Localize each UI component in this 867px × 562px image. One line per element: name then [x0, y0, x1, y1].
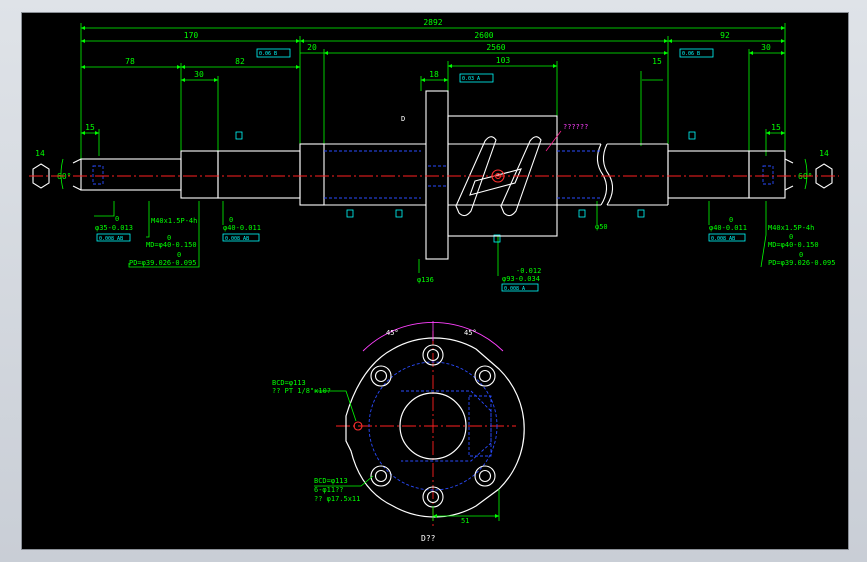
- dim-15-mid: 15: [652, 57, 662, 66]
- svg-text:M40x1.5P-4h: M40x1.5P-4h: [768, 224, 814, 232]
- svg-text:0: 0: [115, 215, 119, 223]
- hidden-lines: [92, 150, 774, 199]
- svg-text:0: 0: [789, 233, 793, 241]
- svg-text:0: 0: [229, 216, 233, 224]
- ball-screw-drawing: 2892 170 2600 92 20 2560 30 78 30 82 18 …: [29, 18, 839, 543]
- svg-text:0: 0: [799, 251, 803, 259]
- shaft-annotations: D ?????? φ50 φ136: [401, 115, 608, 284]
- svg-text:φ35-0.013: φ35-0.013: [95, 224, 133, 232]
- dim-15-left: 15: [85, 123, 95, 132]
- svg-text:0.06 B: 0.06 B: [682, 51, 700, 57]
- svg-text:M40x1.5P-4h: M40x1.5P-4h: [151, 217, 197, 225]
- dim-20: 20: [307, 43, 317, 52]
- dim-30-right: 30: [761, 43, 771, 52]
- view-label-d: D: [401, 115, 405, 123]
- centerlines: [29, 175, 839, 526]
- note-leader: [545, 130, 562, 152]
- dia-50: φ50: [595, 223, 608, 231]
- svg-text:?? PT 1/8"x10?: ?? PT 1/8"x10?: [272, 387, 331, 395]
- svg-text:φ40-0.011: φ40-0.011: [223, 224, 261, 232]
- dim-170: 170: [184, 31, 199, 40]
- tolerance-frames: [96, 48, 746, 292]
- svg-text:PD=φ39.026-0.095: PD=φ39.026-0.095: [768, 259, 835, 267]
- dim-78: 78: [125, 57, 135, 66]
- view-title: D??: [421, 534, 436, 543]
- dim-2600: 2600: [474, 31, 493, 40]
- svg-text:0.008 A: 0.008 A: [504, 286, 525, 292]
- right-end-callouts: 0 φ40-0.011 M40x1.5P-4h 0 MD=φ40-0.150 0…: [709, 216, 835, 267]
- left-end-callouts: 0 φ35-0.013 M40x1.5P-4h 0 MD=φ40-0.150 0…: [95, 215, 261, 267]
- svg-text:?? φ17.5x11: ?? φ17.5x11: [314, 495, 360, 503]
- ball-return-groove: [455, 136, 542, 217]
- dim-overall: 2892: [423, 18, 442, 27]
- svg-text:45°: 45°: [464, 329, 477, 337]
- svg-text:-0.012: -0.012: [516, 267, 541, 275]
- drawing-canvas[interactable]: 2892 170 2600 92 20 2560 30 78 30 82 18 …: [21, 12, 849, 550]
- dim-18: 18: [429, 70, 439, 79]
- svg-text:BCD=φ113: BCD=φ113: [314, 477, 348, 485]
- svg-text:51: 51: [461, 517, 469, 525]
- dim-15-right: 15: [771, 123, 781, 132]
- svg-text:0: 0: [167, 234, 171, 242]
- dimension-texts: 2892 170 2600 92 20 2560 30 78 30 82 18 …: [35, 18, 829, 181]
- nut-callouts: -0.012 φ93-0.034: [502, 267, 541, 283]
- dia-136: φ136: [417, 276, 434, 284]
- angle-60-right: 60°: [798, 172, 812, 181]
- svg-text:6-φ11??: 6-φ11??: [314, 486, 344, 494]
- svg-text:0.06 B: 0.06 B: [259, 51, 277, 57]
- flange-view-texts: 45° 45° BCD=φ113 ?? PT 1/8"x10? BCD=φ113…: [272, 329, 477, 543]
- svg-text:0.008 AB: 0.008 AB: [711, 236, 735, 242]
- svg-text:MD=φ40-0.150: MD=φ40-0.150: [146, 241, 197, 249]
- tolerance-texts: 0.06 B 0.03 A 0.06 B: [259, 51, 700, 82]
- dim-92-right: 92: [720, 31, 730, 40]
- svg-text:0: 0: [177, 251, 181, 259]
- dim-14-left: 14: [35, 149, 45, 158]
- svg-text:PD=φ39.026-0.095: PD=φ39.026-0.095: [129, 259, 196, 267]
- svg-text:φ40-0.011: φ40-0.011: [709, 224, 747, 232]
- svg-text:BCD=φ113: BCD=φ113: [272, 379, 306, 387]
- flange-end-view: [314, 321, 525, 521]
- dim-2560: 2560: [486, 43, 505, 52]
- svg-text:45°: 45°: [386, 329, 399, 337]
- svg-text:0: 0: [729, 216, 733, 224]
- dimension-lines: [60, 23, 808, 276]
- dim-103: 103: [496, 56, 511, 65]
- svg-text:0.03 A: 0.03 A: [462, 76, 480, 82]
- svg-text:MD=φ40-0.150: MD=φ40-0.150: [768, 241, 819, 249]
- note-question: ??????: [563, 123, 588, 131]
- svg-text:φ93-0.034: φ93-0.034: [502, 275, 540, 283]
- angle-60-left: 60°: [57, 172, 71, 181]
- dim-14-right: 14: [819, 149, 829, 158]
- svg-text:0.008 AB: 0.008 AB: [225, 236, 249, 242]
- dim-30-left: 30: [194, 70, 204, 79]
- dim-82: 82: [235, 57, 245, 66]
- svg-text:0.008 AB: 0.008 AB: [99, 236, 123, 242]
